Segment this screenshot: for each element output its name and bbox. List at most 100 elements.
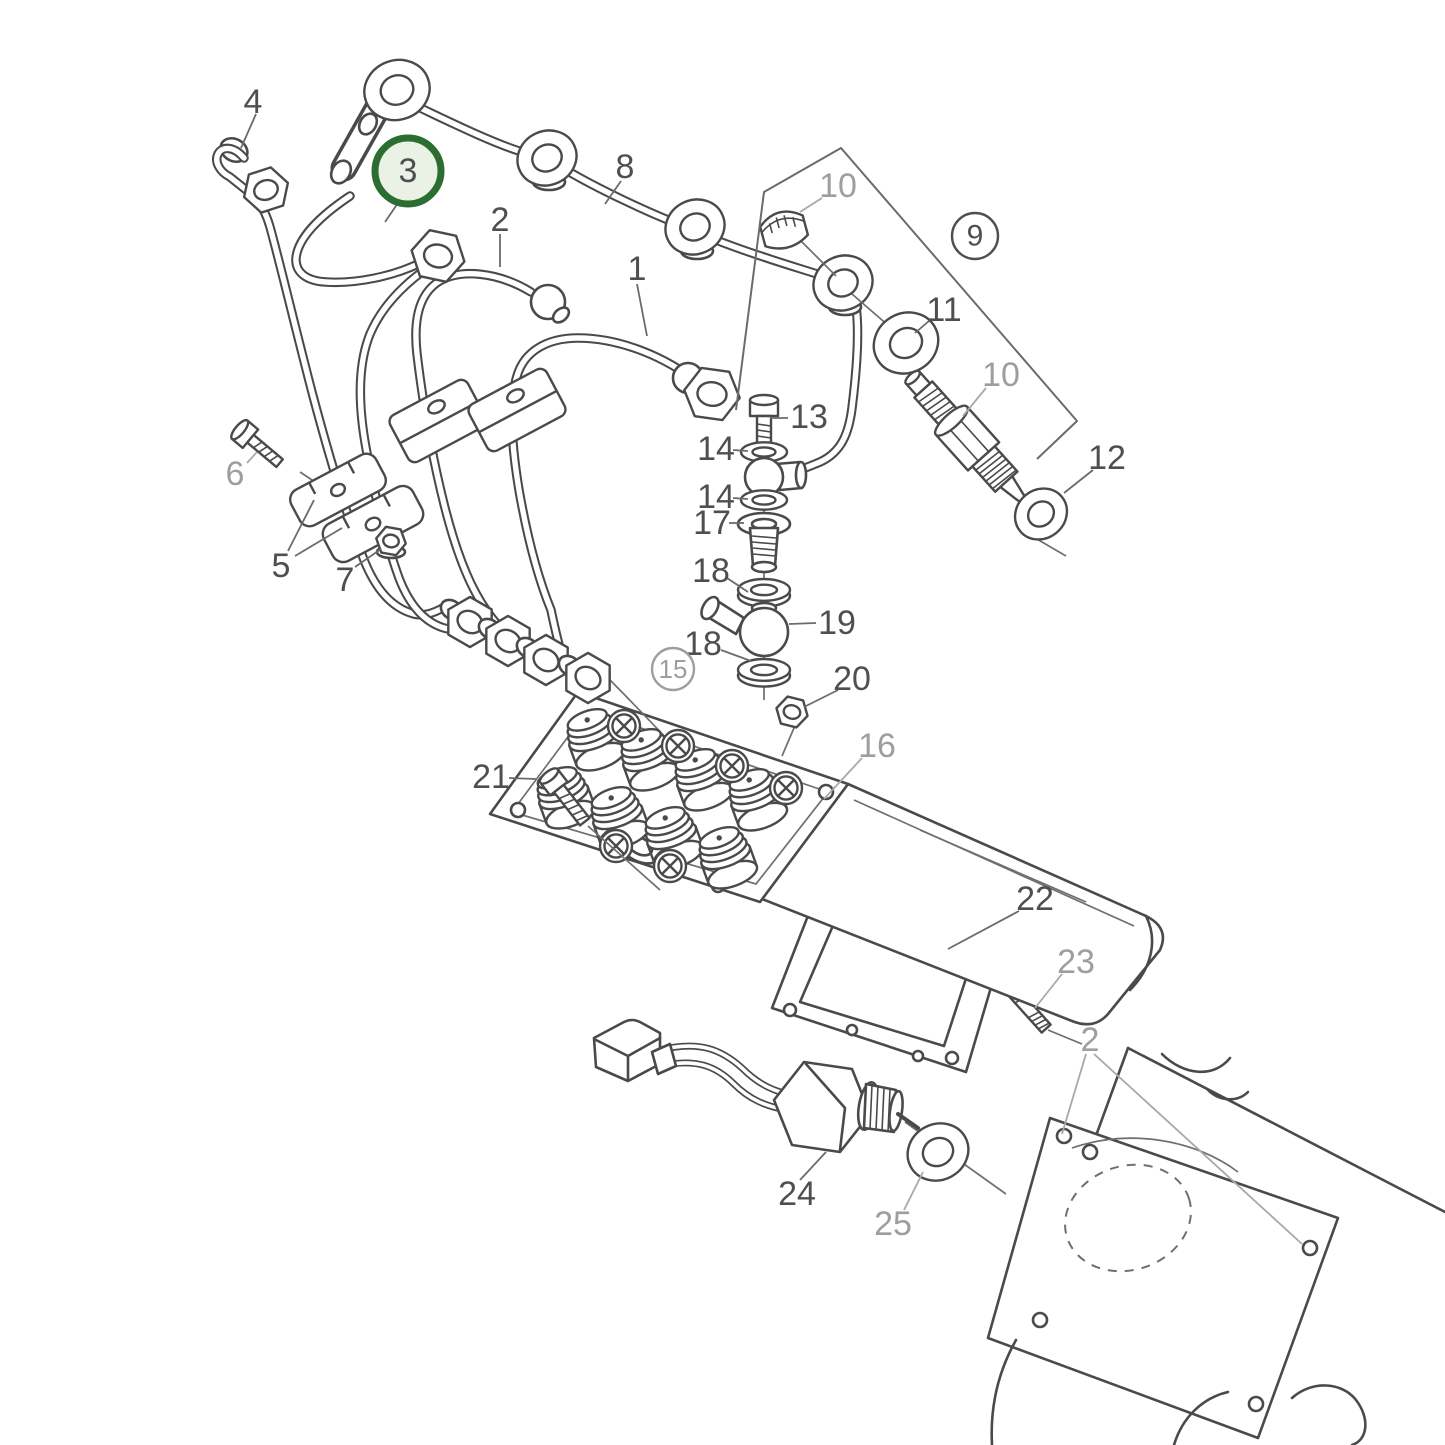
leader-line xyxy=(803,689,839,708)
banjo-washer-lower xyxy=(738,659,790,687)
leader-line xyxy=(720,649,752,662)
injector-assembly xyxy=(758,207,1077,556)
part-number: 25 xyxy=(874,1205,912,1243)
sealing-washer-lower xyxy=(741,490,787,509)
injection-pipe-4 xyxy=(216,134,451,620)
leader-line xyxy=(799,197,823,213)
part-number: 20 xyxy=(833,660,871,698)
part-label-20: 20 xyxy=(803,660,871,708)
part-label-10: 10 xyxy=(799,167,857,213)
leader-line xyxy=(914,320,930,334)
part-label-12: 12 xyxy=(1063,439,1126,494)
leader-line xyxy=(294,527,343,557)
part-number: 23 xyxy=(1057,943,1095,981)
leader-line xyxy=(732,449,749,452)
part-label-16: 16 xyxy=(823,727,896,800)
part-label-8: 8 xyxy=(604,148,635,205)
part-label-18: 18 xyxy=(692,552,749,593)
part-number: 4 xyxy=(244,83,263,121)
part-number: 2 xyxy=(1081,1021,1100,1059)
leader-line xyxy=(1093,1053,1303,1245)
leader-line xyxy=(726,577,749,593)
part-number: 11 xyxy=(926,291,961,329)
leader-line xyxy=(1034,973,1063,1009)
leader-line xyxy=(732,497,749,500)
leader-line xyxy=(604,180,622,205)
pipe-union-nuts xyxy=(437,591,621,710)
part-number: 17 xyxy=(693,504,731,542)
wiring-connector xyxy=(592,1018,678,1083)
part-number: 2 xyxy=(491,201,510,239)
part-label-2: 2 xyxy=(491,201,510,267)
part-label-14: 14 xyxy=(697,430,749,468)
banjo-bolt xyxy=(750,395,778,444)
part-label-21: 21 xyxy=(472,758,537,796)
highlight-circle xyxy=(371,134,445,208)
banjo-ring-2 xyxy=(656,190,733,264)
banjo-elbow xyxy=(700,595,790,658)
leader-line xyxy=(508,777,537,780)
leak-off-line xyxy=(291,51,882,477)
part-number: 15 xyxy=(659,654,688,684)
part-number: 18 xyxy=(692,552,730,590)
adapter-fitting xyxy=(736,511,792,574)
union-nut xyxy=(773,695,811,757)
part-label-3-highlighted: 3 xyxy=(371,134,445,223)
part-number: 22 xyxy=(1016,880,1054,918)
leader-line xyxy=(287,499,315,552)
part-number: 21 xyxy=(472,758,510,796)
leader-line xyxy=(799,1151,827,1181)
part-number: 14 xyxy=(697,430,735,468)
injector-assembly-bracket xyxy=(735,147,1078,460)
elbow-fitting xyxy=(743,456,808,498)
part-label-11: 11 xyxy=(914,291,962,334)
part-number: 14 xyxy=(697,478,735,516)
part-label-14: 14 xyxy=(697,478,749,516)
injection-pipe-3 xyxy=(355,261,489,635)
leader-line xyxy=(354,548,382,568)
part-number: 24 xyxy=(778,1175,816,1213)
part-number: 12 xyxy=(1088,439,1126,477)
part-label-25: 25 xyxy=(874,1171,924,1243)
part-label-22: 22 xyxy=(947,880,1054,950)
leader-line xyxy=(788,622,817,625)
part-label-10: 10 xyxy=(962,356,1020,417)
part-label-15: 15 xyxy=(650,646,696,692)
part-label-2: 2 xyxy=(1061,1021,1303,1245)
leader-line xyxy=(240,113,257,149)
part-label-23: 23 xyxy=(1034,943,1095,1009)
part-label-9: 9 xyxy=(950,211,1000,261)
leader-line xyxy=(823,757,863,800)
leader-line xyxy=(947,910,1020,950)
part-label-7: 7 xyxy=(336,548,382,599)
part-number: 8 xyxy=(616,148,635,186)
shutoff-solenoid-sensor xyxy=(592,1018,1006,1194)
leak-off-connector-column xyxy=(700,395,808,700)
leader-line xyxy=(1063,469,1094,494)
part-label-1: 1 xyxy=(628,250,648,337)
clamp-kit xyxy=(229,418,428,567)
leader-line xyxy=(636,283,648,337)
timing-cover-gasket xyxy=(986,1116,1340,1440)
part-number: 7 xyxy=(336,561,355,599)
part-number: 1 xyxy=(628,250,647,288)
part-number: 5 xyxy=(272,547,291,585)
fuel-injection-pump xyxy=(488,676,1165,1026)
injection-pipe-2 xyxy=(411,269,571,649)
part-number: 3 xyxy=(399,152,418,190)
leader-line xyxy=(903,1171,924,1211)
part-label-19: 19 xyxy=(788,604,856,642)
part-number: 16 xyxy=(858,727,896,765)
part-label-24: 24 xyxy=(778,1151,827,1213)
clamp-bolt xyxy=(229,418,288,473)
part-number: 10 xyxy=(982,356,1020,394)
gasket-dashed-opening xyxy=(1064,1163,1192,1273)
part-number: 6 xyxy=(226,455,245,493)
pipe-clamp-blocks xyxy=(387,366,568,465)
part-label-5: 5 xyxy=(272,499,343,585)
callout-circle xyxy=(950,211,1000,261)
part-number: 13 xyxy=(790,398,828,436)
sensor-body xyxy=(772,1060,920,1154)
callout-circle xyxy=(650,646,696,692)
